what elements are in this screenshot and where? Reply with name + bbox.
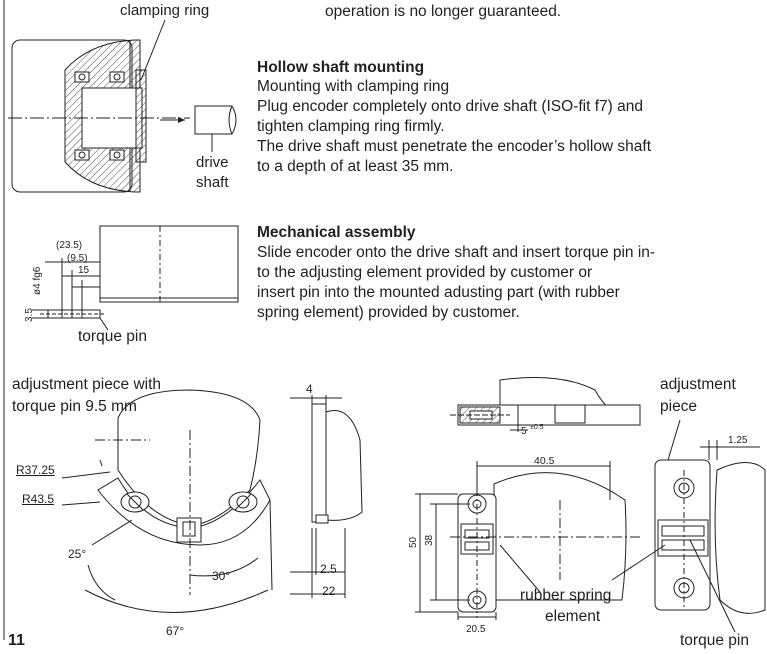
dim-20-5: 20.5 [466,624,486,635]
angle-25: 25° [68,547,87,561]
top-line-text: operation is no longer guaranteed. [325,3,562,20]
hollow-line-3: tighten clamping ring firmly. [257,118,445,135]
adjustment-piece-title-2: torque pin 9.5 mm [12,398,137,415]
adjustment-piece-title-1: adjustment piece with [12,376,162,393]
adjustment-label-1: adjustment [660,376,736,393]
shaft-label: shaft [196,174,229,191]
angle-30: 30° [212,569,231,583]
mech-line-3: insert pin into the mounted adusting par… [257,284,620,301]
top-right-drawing [450,377,641,432]
mech-line-1: Slide encoder onto the drive shaft and i… [257,244,656,261]
rubber-spring-label-2: element [545,608,601,625]
hollow-shaft-heading: Hollow shaft mounting [257,59,425,76]
side-view-drawing [290,395,363,598]
dim-2-5: 2.5 [320,562,337,576]
dim-15: 15 [78,265,90,276]
drive-label: drive [196,154,229,171]
hollow-shaft-drawing [8,19,237,193]
torque-pin-label-right: torque pin [680,632,749,649]
mech-line-2: to the adjusting element provided by cus… [257,264,593,281]
dim-tolerance: ±0.5 [530,424,544,431]
dim-40-5: 40.5 [534,455,555,467]
torque-pin-label: torque pin [78,328,147,345]
dim-1-25: 1.25 [728,435,748,446]
dim-3-5: 3.5 [24,308,35,322]
dim-4: 4 [306,382,313,396]
angle-67: 67° [166,624,185,638]
right-adjustment-drawing [611,419,766,633]
rubber-spring-label-1: rubber spring [520,587,612,604]
dim-r43-5: R43.5 [22,492,55,506]
dim-50: 50 [408,536,419,548]
dim-r37-25: R37.25 [16,463,55,477]
front-view-drawing [415,461,640,620]
dim-22: 22 [322,584,336,598]
dim-4-fg6: ø4 fg6 [32,266,43,295]
dim-23-5: (23.5) [56,240,83,251]
adjustment-piece-drawing [61,389,273,613]
hollow-line-5: to a depth of at least 35 mm. [257,158,454,175]
hollow-line-2: Plug encoder completely onto drive shaft… [257,98,643,115]
hollow-line-1: Mounting with clamping ring [257,78,450,95]
torque-pin-drawing [32,225,239,331]
dim-38: 38 [424,534,435,546]
adjustment-label-2: piece [660,398,698,415]
mech-line-4: spring element) provided by customer. [257,304,520,321]
dim-5: 5 [521,426,527,437]
clamping-ring-label: clamping ring [120,2,210,19]
dim-9-5: (9.5) [67,253,88,264]
page-number: 11 [8,632,25,649]
hollow-line-4: The drive shaft must penetrate the encod… [257,138,652,155]
mechanical-assembly-heading: Mechanical assembly [257,224,416,241]
